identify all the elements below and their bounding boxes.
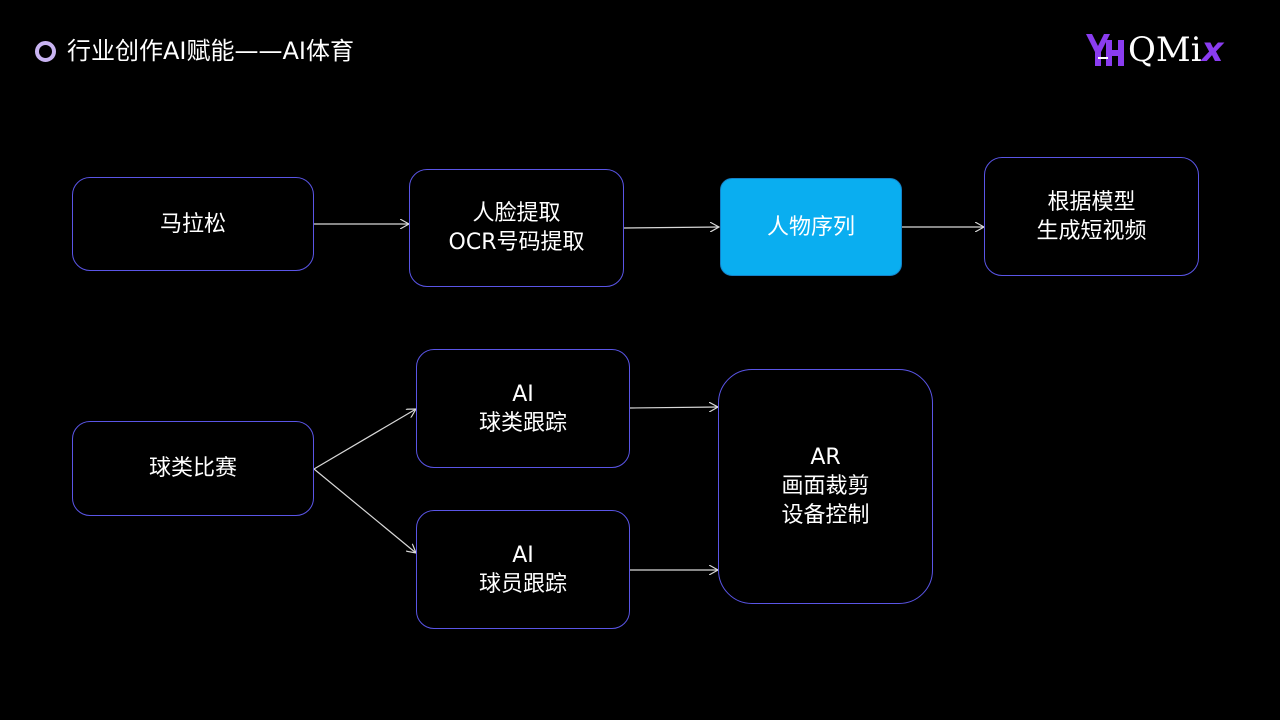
node-player-tracking-ai-label: AI (512, 542, 534, 568)
node-face-extract-label: 人脸提取 (472, 201, 561, 226)
node-marathon-label: 马拉松 (159, 211, 226, 237)
arrow-ballgame-to-ball-tracking (313, 409, 416, 470)
node-ai-ball-tracking: AI 球类跟踪 (416, 349, 630, 468)
node-device-control-label: 设备控制 (781, 503, 870, 528)
node-marathon: 马拉松 (72, 177, 314, 271)
node-player-tracking-label: 球员跟踪 (478, 571, 567, 597)
logo-wordmark: QMix (1128, 30, 1224, 70)
page-title: 行业创作AI赋能——AI体育 (67, 37, 354, 65)
node-short-video-label: 生成短视频 (1036, 218, 1147, 244)
ring-bullet-icon (35, 40, 56, 62)
node-ball-tracking-ai-label: AI (512, 381, 534, 407)
node-face-ocr-extract: 人脸提取 OCR号码提取 (409, 169, 624, 287)
node-ball-game: 球类比赛 (72, 421, 314, 516)
node-ai-player-tracking: AI 球员跟踪 (416, 510, 630, 629)
arrow-ballgame-to-player-tracking (313, 468, 416, 553)
slide-title: 行业创作AI赋能——AI体育 (35, 33, 354, 69)
node-ar-label: AR (810, 445, 841, 470)
node-person-sequence-label: 人物序列 (766, 214, 855, 240)
node-person-sequence: 人物序列 (720, 178, 902, 276)
logo-text-accent: x (1201, 30, 1224, 70)
node-ar-output: AR 画面裁剪 设备控制 (718, 369, 933, 604)
node-generate-short-video: 根据模型 生成短视频 (984, 157, 1199, 276)
logo-text-main: QMi (1128, 30, 1202, 70)
brand-logo: QMix (1082, 30, 1224, 70)
arrow-ball-tracking-to-output (629, 407, 718, 408)
node-frame-crop-label: 画面裁剪 (781, 474, 870, 499)
node-ball-tracking-label: 球类跟踪 (478, 410, 567, 436)
node-ball-game-label: 球类比赛 (148, 456, 237, 481)
node-ocr-extract-label: OCR号码提取 (448, 230, 585, 255)
node-model-label: 根据模型 (1047, 189, 1136, 215)
arrow-extract-to-sequence (623, 227, 719, 228)
qmix-logo-mark-icon (1086, 34, 1124, 66)
